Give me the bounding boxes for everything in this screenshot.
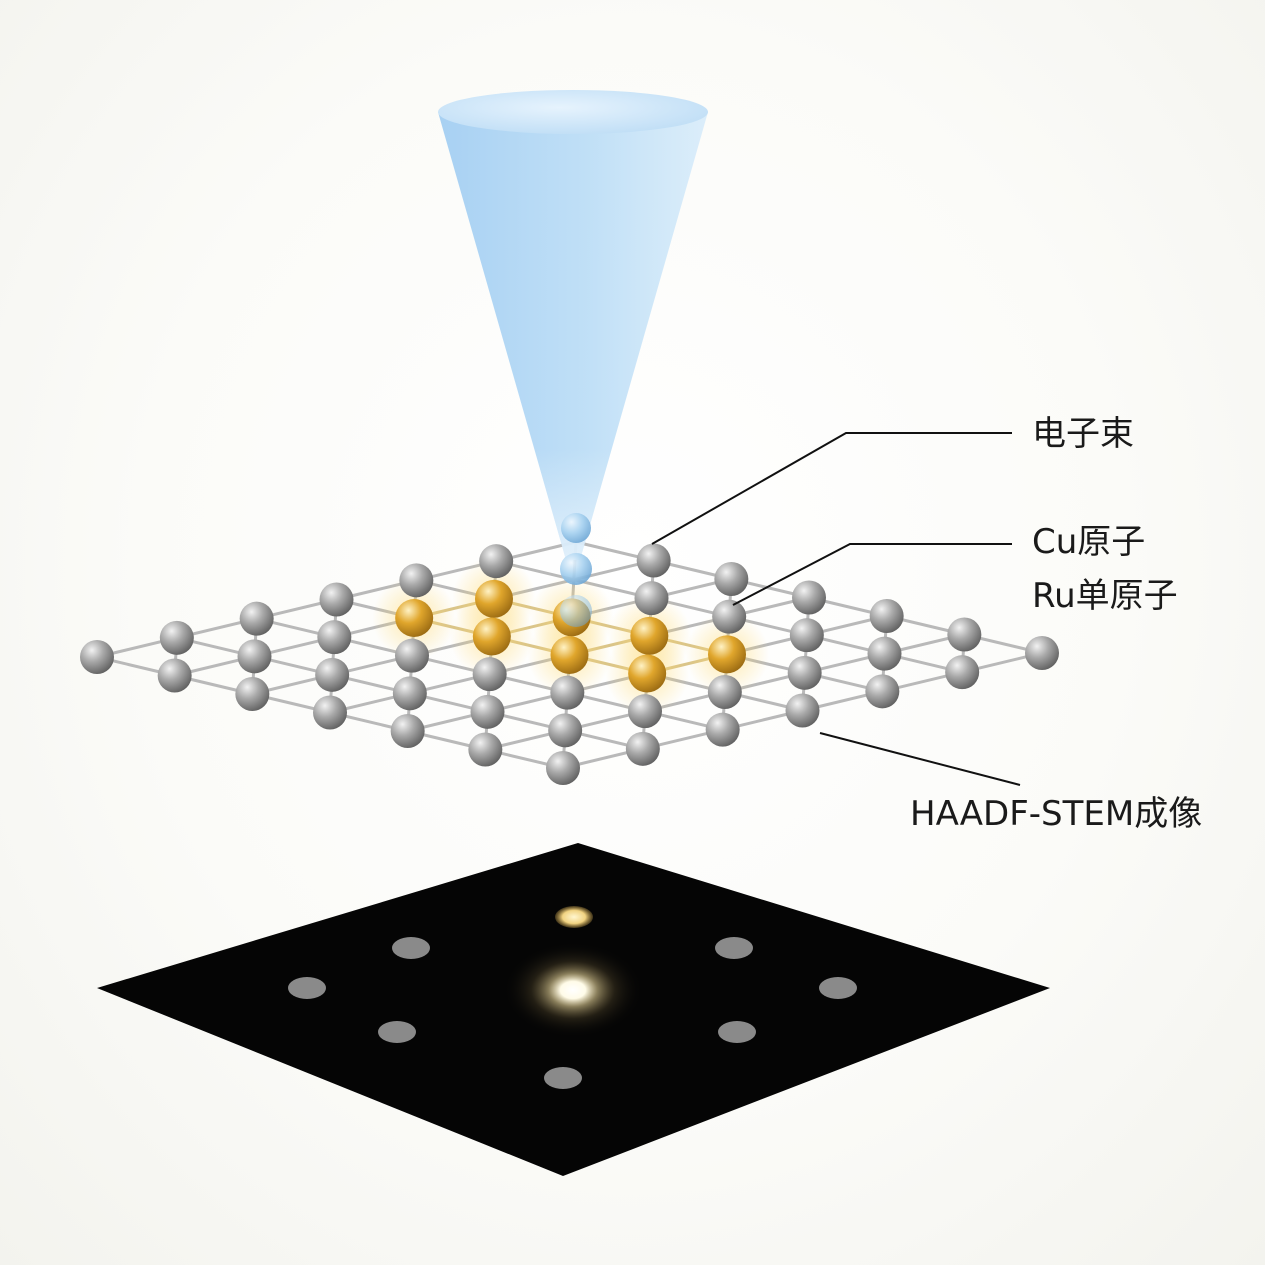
cu-atom: [468, 732, 503, 767]
cu-atom: [869, 599, 904, 633]
image-spot: [392, 937, 430, 959]
cu-atom: [479, 544, 514, 579]
beam-top-cap: [438, 90, 708, 134]
atom-lattice: [80, 543, 1059, 785]
cu-atom: [792, 580, 826, 615]
cu-atom: [317, 620, 352, 655]
cu-atom: [789, 618, 824, 653]
cu-atom: [399, 563, 434, 598]
ru-atom: [475, 579, 513, 618]
cu-atom: [634, 581, 669, 616]
image-spot: [288, 977, 326, 999]
cu-atom: [80, 640, 114, 674]
cu-atom: [785, 693, 820, 728]
label-haadf-stem-imaging: HAADF-STEM成像: [910, 794, 1203, 834]
cu-atom: [714, 562, 749, 596]
cu-atom: [319, 582, 354, 617]
cu-atom: [313, 695, 347, 730]
cu-atom: [548, 713, 583, 748]
cu-atom: [315, 657, 350, 692]
ru-atom: [708, 635, 746, 674]
cu-atom: [239, 601, 274, 636]
cu-atom: [546, 751, 580, 785]
image-spots: [288, 937, 857, 1089]
cu-atom: [159, 620, 194, 655]
leader-line-atoms: [732, 543, 1012, 606]
beam-atom-lower: [560, 595, 592, 627]
image-spot: [718, 1021, 756, 1043]
cu-atom: [705, 712, 740, 747]
cu-atom: [390, 714, 425, 748]
cu-atom: [707, 675, 742, 709]
leader-line-beam: [651, 432, 1012, 545]
image-spot: [378, 1021, 416, 1043]
cu-atom: [867, 636, 902, 671]
ru-atom: [395, 599, 434, 637]
upper-bright-spot: [555, 906, 593, 928]
ru-atom: [472, 617, 511, 656]
beam-atom-middle: [560, 553, 592, 585]
image-spot: [819, 977, 857, 999]
ru-atom: [550, 636, 589, 674]
ru-atom: [630, 616, 669, 655]
electron-beam: [438, 90, 708, 627]
cu-atom: [636, 543, 671, 578]
ru-atom: [628, 654, 667, 693]
cu-atom: [395, 638, 429, 673]
cu-atom: [628, 694, 662, 729]
haadf-image-plane: [97, 843, 1050, 1176]
cu-atom: [1025, 636, 1059, 670]
leader-lines: [651, 432, 1021, 786]
cu-atom: [237, 639, 272, 674]
cu-atom: [550, 675, 585, 710]
cu-atom: [945, 655, 980, 690]
cu-atom: [392, 676, 427, 711]
beam-atom-upper: [561, 513, 591, 543]
image-spot: [715, 937, 753, 959]
leader-line-imaging: [819, 732, 1021, 786]
cu-atom: [625, 731, 660, 766]
cu-atom: [470, 694, 505, 729]
central-bright-spot: [503, 942, 643, 1038]
cu-atom: [472, 657, 507, 692]
cu-atom: [947, 617, 982, 652]
beam-cone-fade: [438, 112, 708, 560]
cu-atom: [157, 658, 192, 693]
cu-atom: [865, 674, 900, 709]
cu-atom: [787, 655, 822, 690]
label-cu-atom: Cu原子: [1032, 522, 1146, 562]
image-spot: [544, 1067, 582, 1089]
cu-atom: [712, 599, 747, 634]
cu-atom: [235, 677, 270, 711]
label-ru-single-atom: Ru单原子: [1032, 576, 1178, 616]
label-electron-beam: 电子束: [1032, 414, 1134, 454]
